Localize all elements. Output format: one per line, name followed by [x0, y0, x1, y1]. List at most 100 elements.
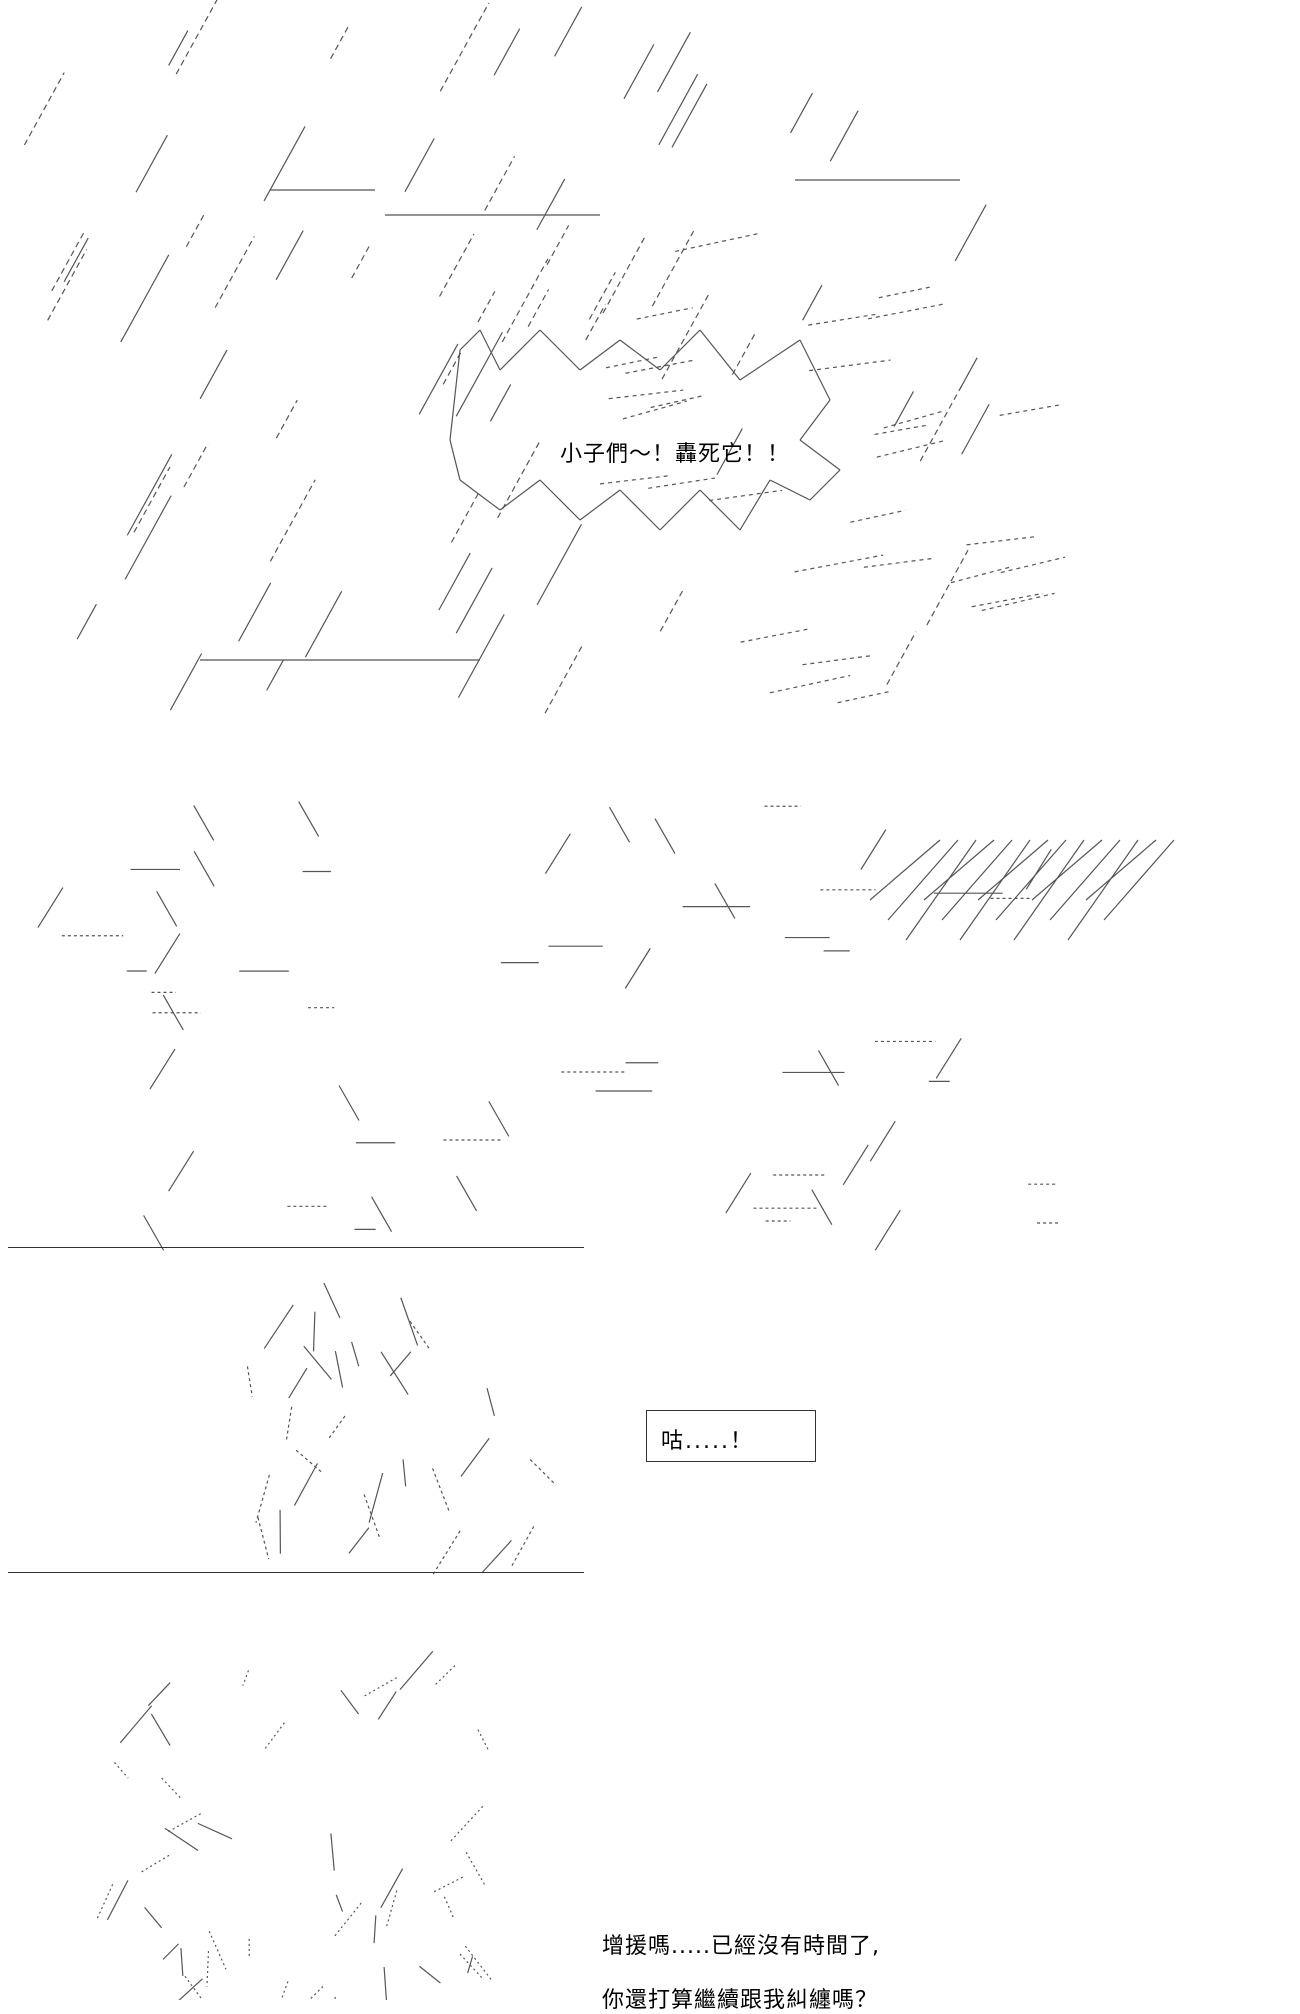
art-stroke	[194, 851, 214, 886]
speech-bubble-outline	[700, 490, 740, 530]
character-stroke	[384, 1967, 387, 2000]
face-stroke	[403, 1459, 406, 1486]
speed-line	[352, 243, 371, 278]
speed-line	[494, 29, 520, 76]
speed-line	[709, 490, 782, 500]
speed-line	[537, 524, 581, 605]
character-stroke	[449, 1806, 483, 1842]
speech-bubble-outline	[660, 490, 700, 530]
speed-line	[951, 567, 1009, 582]
character-stroke	[178, 1979, 202, 2000]
speed-line	[52, 233, 84, 291]
art-stroke	[489, 1101, 509, 1136]
speech-bubble-outline	[800, 440, 840, 470]
speech-bubble-outline	[660, 330, 700, 370]
speed-line	[169, 31, 188, 66]
speed-line	[136, 135, 167, 192]
speed-line	[884, 410, 946, 427]
speed-line	[672, 84, 707, 148]
character-stroke	[378, 1692, 396, 1720]
character-stroke	[148, 1683, 170, 1706]
character-stroke	[468, 1956, 473, 1973]
face-stroke	[482, 1540, 512, 1573]
speed-line	[982, 593, 1055, 610]
art-stroke	[150, 1049, 175, 1089]
speed-line	[660, 588, 684, 632]
speed-line	[850, 510, 905, 522]
character-stroke	[381, 1869, 403, 1908]
speed-line	[502, 259, 548, 342]
speed-line	[662, 295, 708, 379]
speech-bubble-outline	[800, 340, 830, 400]
speech-bubble-outline	[460, 480, 500, 510]
speed-line	[791, 93, 813, 133]
character-stroke	[460, 1954, 483, 1979]
speed-line	[809, 360, 890, 371]
shout-speech-bubble-text: 小子們～！轟死它！！	[560, 436, 790, 468]
speed-line	[555, 7, 582, 56]
speed-line	[239, 583, 271, 641]
speed-line	[215, 236, 254, 307]
character-stroke	[165, 1828, 198, 1850]
character-stroke	[419, 1966, 440, 1983]
speech-bubble-outline	[770, 480, 810, 500]
slash-line	[1086, 840, 1156, 900]
speed-line	[879, 287, 933, 298]
face-stroke	[296, 1450, 322, 1473]
character-stroke	[209, 1931, 226, 1969]
character-stroke	[114, 1762, 128, 1778]
slash-line	[906, 840, 976, 940]
face-stroke	[401, 1298, 418, 1346]
speed-line	[626, 360, 696, 373]
speed-line	[586, 305, 605, 340]
slash-line	[978, 840, 1048, 900]
speech-bubble-outline	[460, 330, 480, 350]
speech-bubble-outline	[620, 340, 660, 370]
speed-line	[732, 331, 756, 375]
speed-line	[184, 443, 208, 487]
speech-bubble-outline	[540, 480, 580, 520]
slash-line	[870, 840, 940, 900]
art-stroke	[372, 1197, 392, 1232]
art-stroke	[339, 1086, 359, 1121]
character-stroke	[336, 1895, 342, 1912]
face-stroke	[328, 1416, 345, 1439]
character-stroke	[341, 1690, 359, 1714]
character-stroke	[374, 1915, 376, 1943]
speed-line	[600, 476, 668, 484]
speed-line	[606, 357, 661, 368]
speed-line	[456, 332, 502, 416]
speed-line	[305, 591, 341, 657]
art-stroke	[457, 1176, 477, 1211]
speed-line	[959, 358, 977, 390]
speed-line	[405, 138, 434, 191]
speed-line	[955, 205, 986, 261]
speed-line	[64, 238, 88, 282]
character-stroke	[334, 1903, 361, 1937]
character-stroke	[466, 1852, 485, 1885]
face-stroke	[289, 1368, 307, 1398]
face-stroke	[304, 1346, 332, 1379]
speed-line	[121, 255, 169, 342]
face-stroke	[256, 1475, 269, 1523]
face-stroke	[294, 1463, 317, 1505]
speed-line	[652, 231, 693, 306]
slash-line	[924, 840, 994, 900]
speed-line	[170, 653, 201, 710]
speed-line	[77, 604, 96, 639]
speed-line	[868, 304, 945, 319]
art-stroke	[155, 934, 180, 974]
slash-line	[1032, 840, 1102, 900]
speech-bubble-outline	[500, 480, 540, 510]
speed-line	[528, 289, 548, 326]
character-stroke	[276, 1981, 288, 2000]
slash-line	[1068, 840, 1138, 940]
panel-divider	[8, 1572, 584, 1573]
art-stroke	[157, 891, 177, 926]
art-stroke	[875, 1210, 900, 1250]
speech-bubble-outline	[540, 330, 580, 370]
face-stroke	[432, 1531, 460, 1576]
dialogue-line-1: 增援嗎.....已經沒有時間了,	[602, 1928, 880, 1960]
slash-line	[960, 840, 1030, 940]
speed-line	[657, 32, 690, 92]
